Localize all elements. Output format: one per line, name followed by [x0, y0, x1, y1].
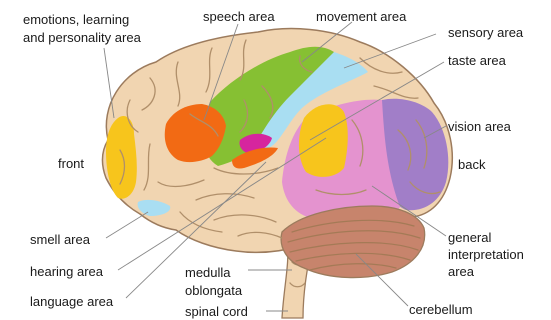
- label-general-line1: general: [448, 230, 491, 246]
- label-language-area: language area: [30, 294, 113, 310]
- label-cerebellum: cerebellum: [409, 302, 473, 318]
- label-taste-area: taste area: [448, 53, 506, 69]
- label-medulla-line1: medulla: [185, 265, 231, 281]
- label-emotions-line1: emotions, learning: [23, 12, 129, 28]
- label-sensory-area: sensory area: [448, 25, 523, 41]
- label-medulla-line2: oblongata: [185, 283, 242, 299]
- label-emotions-line2: and personality area: [23, 30, 141, 46]
- label-general-line3: area: [448, 264, 474, 280]
- label-spinal-cord: spinal cord: [185, 304, 248, 320]
- label-smell-area: smell area: [30, 232, 90, 248]
- label-speech-area: speech area: [203, 9, 275, 25]
- label-vision-area: vision area: [448, 119, 511, 135]
- label-general-line2: interpretation: [448, 247, 524, 263]
- label-hearing-area: hearing area: [30, 264, 103, 280]
- label-movement-area: movement area: [316, 9, 406, 25]
- label-back: back: [458, 157, 485, 173]
- label-front: front: [58, 156, 84, 172]
